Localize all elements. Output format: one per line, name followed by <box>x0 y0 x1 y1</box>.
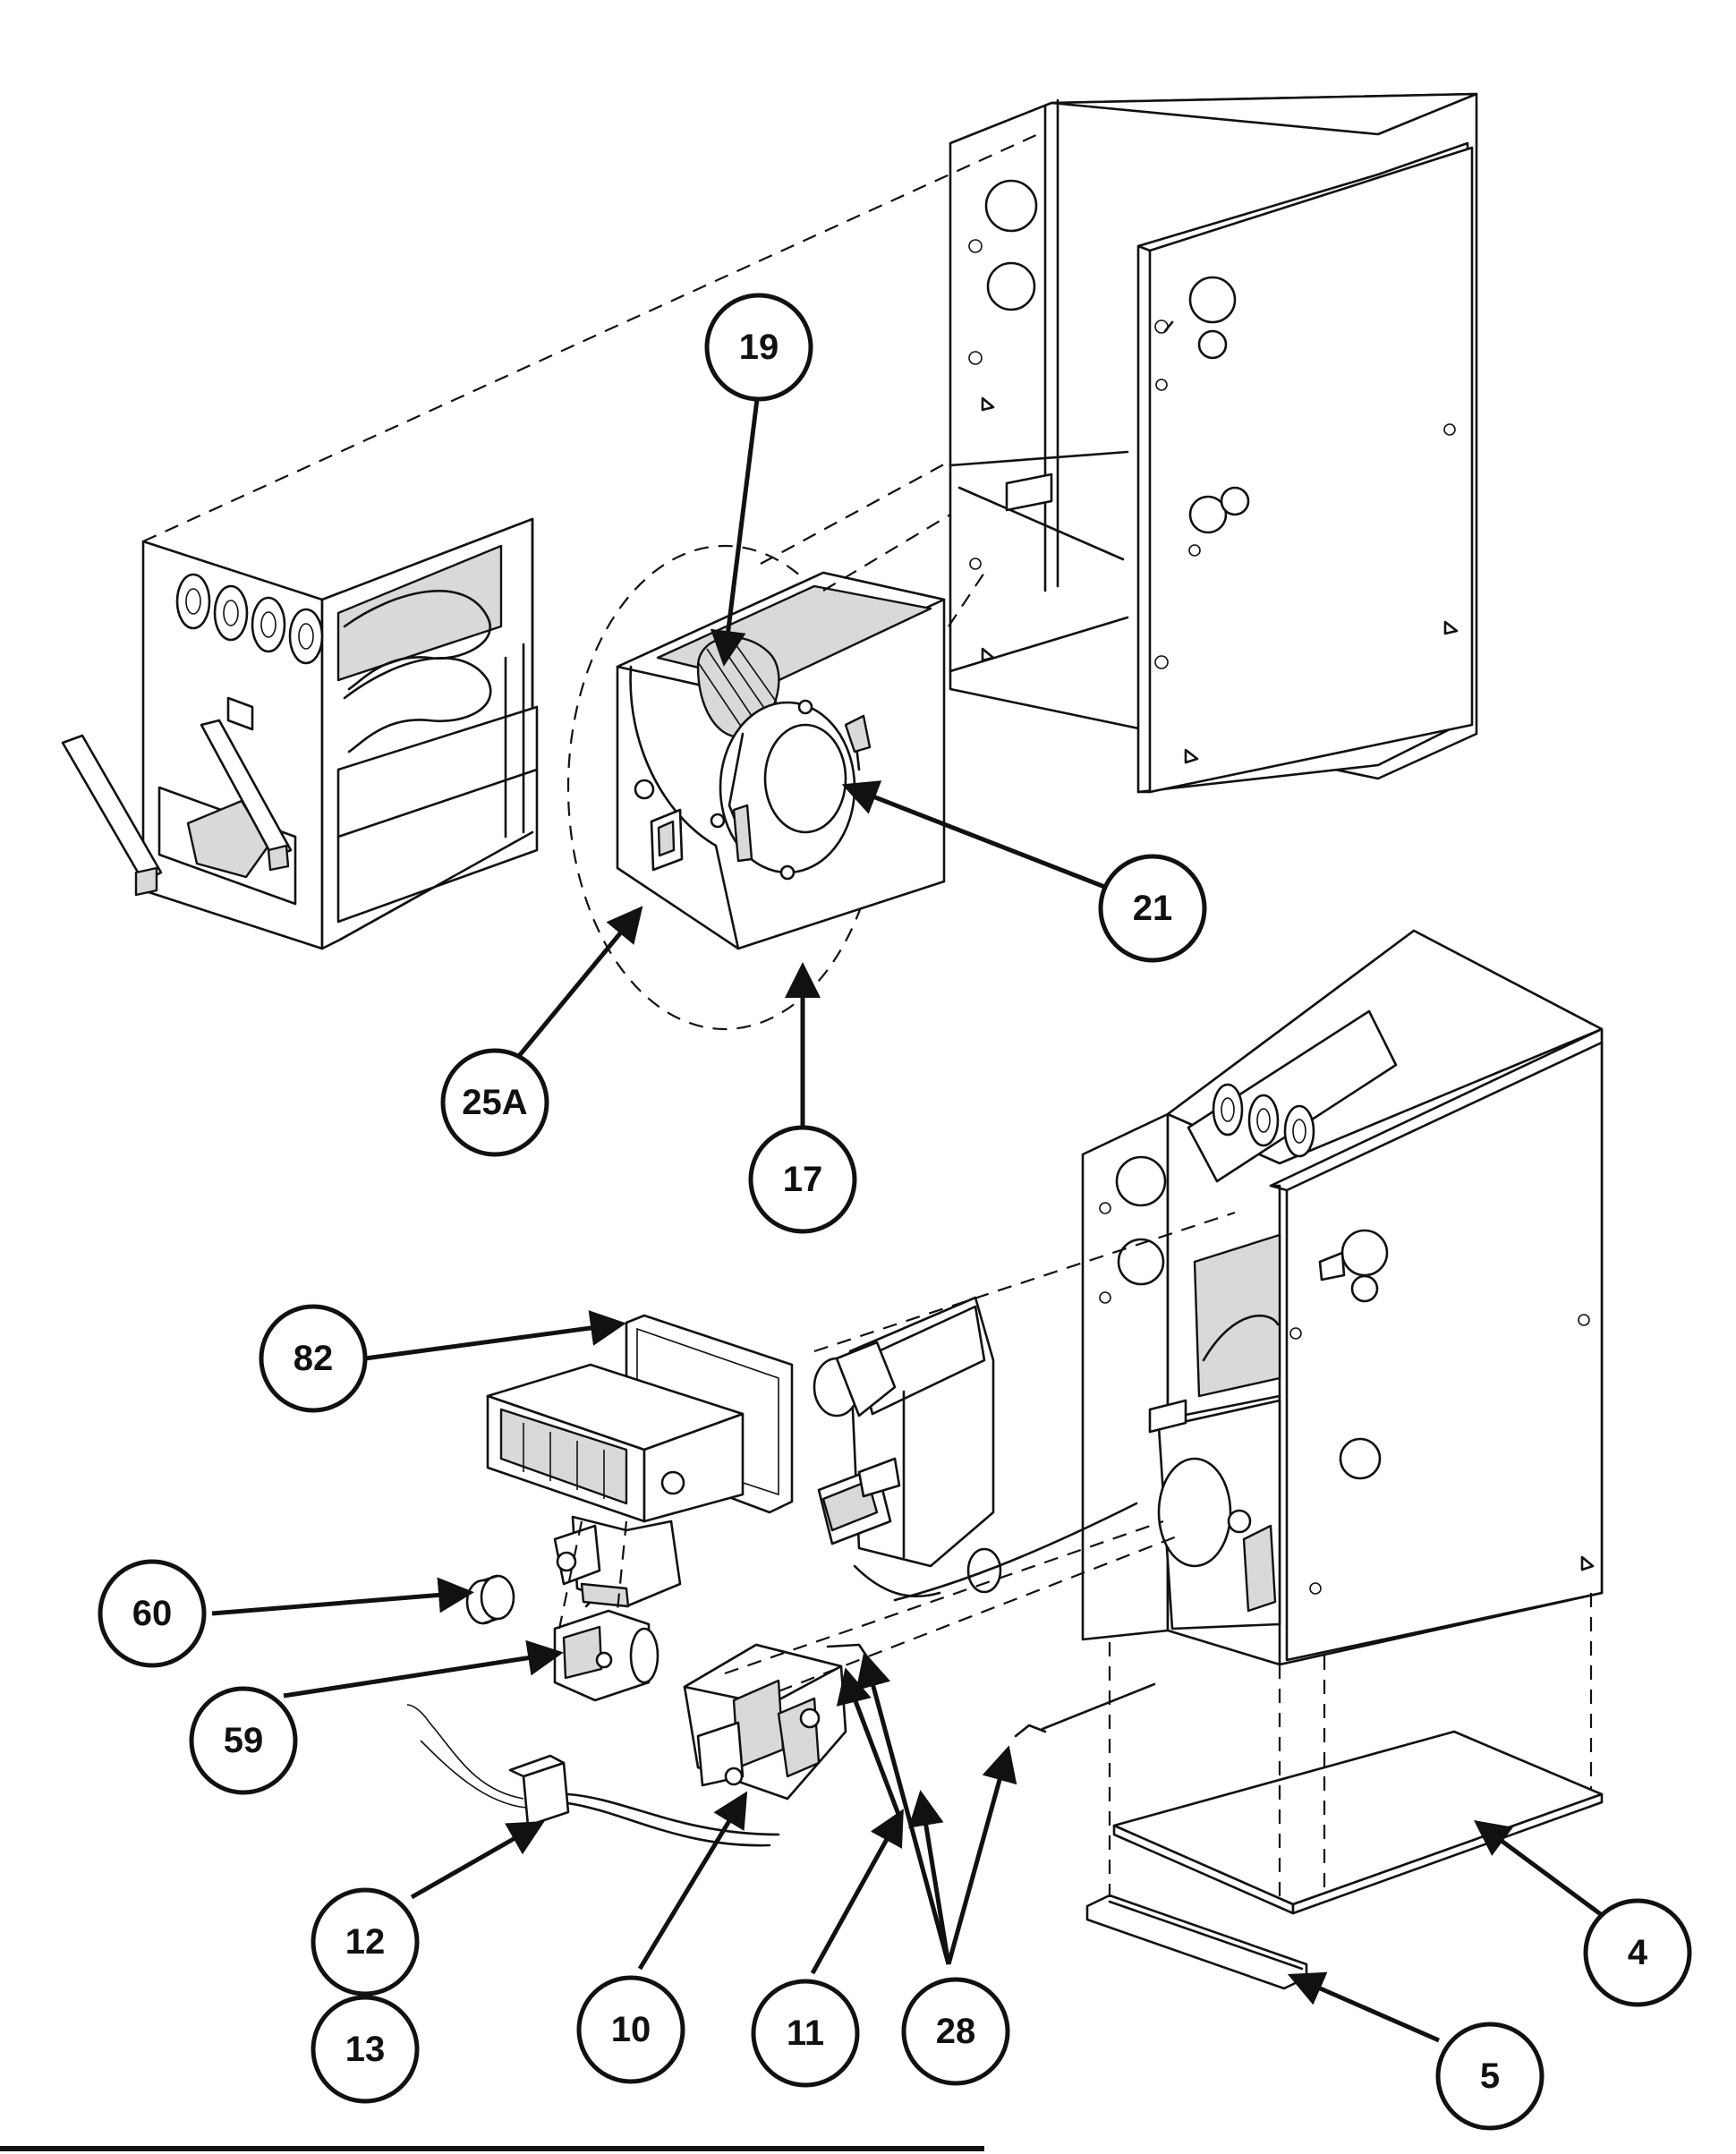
callout-4-label: 4 <box>1628 1933 1648 1972</box>
callout-25a-label: 25A <box>462 1083 527 1122</box>
burner-ports <box>175 573 324 665</box>
sight-glass-60 <box>465 1574 515 1625</box>
callout-4: 4 <box>1583 1898 1692 2007</box>
callout-82: 82 <box>259 1304 368 1413</box>
callout-13-label: 13 <box>345 2030 386 2069</box>
callout-82-label: 82 <box>294 1339 334 1378</box>
callout-12-label: 12 <box>345 1922 386 1962</box>
gas-valve <box>683 1643 847 1801</box>
callout-59-label: 59 <box>224 1721 264 1760</box>
callout-60-label: 60 <box>132 1594 173 1633</box>
callout-19: 19 <box>704 293 813 402</box>
bottom-border-rule <box>0 2146 984 2151</box>
burner-box-assembly <box>486 1314 794 1608</box>
callout-13: 13 <box>311 1995 420 2104</box>
callout-5-label: 5 <box>1480 2056 1500 2096</box>
blower-motor <box>719 699 872 881</box>
callout-10: 10 <box>576 1975 685 2084</box>
blower-assembly <box>566 544 946 1031</box>
explosion-lines <box>142 132 1593 1906</box>
callout-11: 11 <box>751 1979 860 2088</box>
callout-10-label: 10 <box>611 2010 651 2049</box>
callout-12: 12 <box>311 1887 420 1996</box>
cabinet-lower <box>1081 929 1604 1666</box>
heat-exchanger-assembly <box>61 517 539 950</box>
manifold-59 <box>553 1609 660 1702</box>
callout-11-label: 11 <box>787 2014 824 2053</box>
callout-25a: 25A <box>440 1048 549 1157</box>
callout-17: 17 <box>748 1125 857 1234</box>
callout-17-label: 17 <box>783 1160 823 1199</box>
bottom-closure-panel <box>1112 1730 1604 1915</box>
leader-lines <box>211 384 1604 2043</box>
callout-60: 60 <box>98 1559 207 1668</box>
bottom-filter-rail <box>1085 1894 1308 1990</box>
callout-21: 21 <box>1098 854 1207 963</box>
ignition-control-12 <box>406 1704 780 1847</box>
callout-19-label: 19 <box>739 328 779 367</box>
cabinet-upper <box>949 92 1478 794</box>
lower-burner-ports <box>1212 1083 1315 1158</box>
callout-28-label: 28 <box>936 2012 976 2051</box>
callout-28: 28 <box>901 1977 1010 2086</box>
callout-21-label: 21 <box>1133 889 1173 928</box>
callout-5: 5 <box>1435 2022 1545 2131</box>
callout-59: 59 <box>189 1686 298 1795</box>
